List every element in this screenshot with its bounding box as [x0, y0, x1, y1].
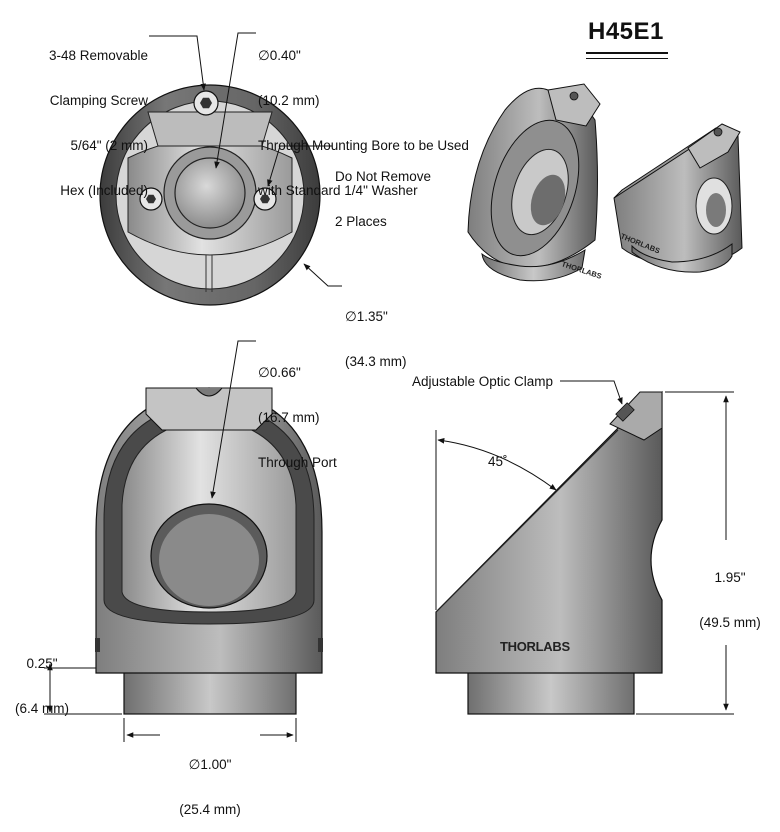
base-height-label: 0.25" (6.4 mm)	[4, 626, 80, 731]
iso-front-clamp	[547, 83, 601, 127]
hex-socket-icon	[200, 97, 212, 109]
through-port-line-3: Through Port	[258, 455, 337, 470]
top-view-clamp-block	[147, 111, 273, 147]
angle-label: 45˚	[488, 454, 508, 469]
iso-view-side	[613, 123, 743, 273]
height-line-2: (49.5 mm)	[699, 615, 761, 630]
height-line-1: 1.95"	[714, 570, 746, 585]
top-view	[99, 84, 321, 306]
mounting-bore-line-3: Through Mounting Bore to be Used	[258, 138, 469, 153]
front-view-pin-right	[318, 638, 323, 652]
iso-front-screw-icon	[569, 91, 579, 101]
mounting-bore-label: ∅0.40" (10.2 mm) Through Mounting Bore t…	[258, 18, 469, 213]
side-view-brand: THORLABS	[500, 639, 570, 654]
iso-view-front	[467, 83, 601, 282]
iso-side-port-inner	[706, 193, 726, 227]
iso-side-screw-icon	[713, 127, 723, 137]
side-view-clamp	[609, 391, 663, 441]
title-underline-2	[586, 58, 668, 59]
hex-socket-left-icon	[146, 194, 156, 204]
base-height-line-1: 0.25"	[26, 656, 58, 671]
through-port-inner	[159, 514, 259, 606]
side-view-face-line	[435, 429, 619, 613]
base-height-line-2: (6.4 mm)	[15, 701, 69, 716]
mounting-bore	[174, 157, 246, 229]
mounting-bore-line-4: with Standard 1/4" Washer	[258, 183, 418, 198]
outer-diameter-line-2: (34.3 mm)	[345, 354, 407, 369]
side-view-base	[467, 667, 635, 715]
iso-side-base	[631, 243, 733, 273]
side-view-body	[435, 390, 663, 674]
front-view-base	[123, 667, 297, 715]
do-not-remove-line-1: Do Not Remove	[335, 169, 432, 184]
top-view-leaders	[149, 32, 342, 287]
clamping-screw-line-1: 3-48 Removable	[48, 48, 148, 63]
front-view-clamp-notch	[195, 387, 223, 397]
through-port-label: ∅0.66" (16.7 mm) Through Port	[258, 335, 337, 485]
clamping-screw-line-3: 5/64" (2 mm)	[70, 138, 148, 153]
base-diameter-line-2: (25.4 mm)	[179, 802, 241, 817]
through-port-line-2: (16.7 mm)	[258, 410, 320, 425]
part-number-title: H45E1	[588, 18, 664, 45]
front-view-pin-left	[95, 638, 100, 652]
through-port-line-1: ∅0.66"	[258, 365, 301, 380]
clamping-screw-line-2: Clamping Screw	[49, 93, 148, 108]
title-underline	[586, 52, 668, 54]
side-view	[435, 390, 663, 715]
technical-drawing: THORLABS THORLABS	[44, 32, 743, 742]
do-not-remove-line-2: 2 Places	[335, 214, 387, 229]
clamping-screw-label: 3-48 Removable Clamping Screw 5/64" (2 m…	[20, 18, 148, 213]
outer-diameter-label: ∅1.35" (34.3 mm)	[345, 279, 407, 384]
do-not-remove-label: Do Not Remove 2 Places	[335, 139, 431, 244]
base-diameter-line-1: ∅1.00"	[188, 757, 232, 772]
clamping-screw-line-4: Hex (Included)	[60, 183, 148, 198]
iso-front-base	[481, 249, 586, 282]
front-view	[95, 387, 323, 715]
iso-front-bore-inner	[530, 174, 566, 226]
outer-diameter-line-1: ∅1.35"	[345, 309, 388, 324]
optic-clamp-screw	[615, 402, 635, 422]
mounting-bore-line-1: ∅0.40"	[258, 48, 301, 63]
mounting-bore-line-2: (10.2 mm)	[258, 93, 320, 108]
hex-socket-right-icon	[260, 194, 270, 204]
front-view-clamp	[145, 387, 273, 431]
optic-clamp-label: Adjustable Optic Clamp	[412, 374, 554, 389]
height-label: 1.95" (49.5 mm)	[682, 540, 778, 645]
